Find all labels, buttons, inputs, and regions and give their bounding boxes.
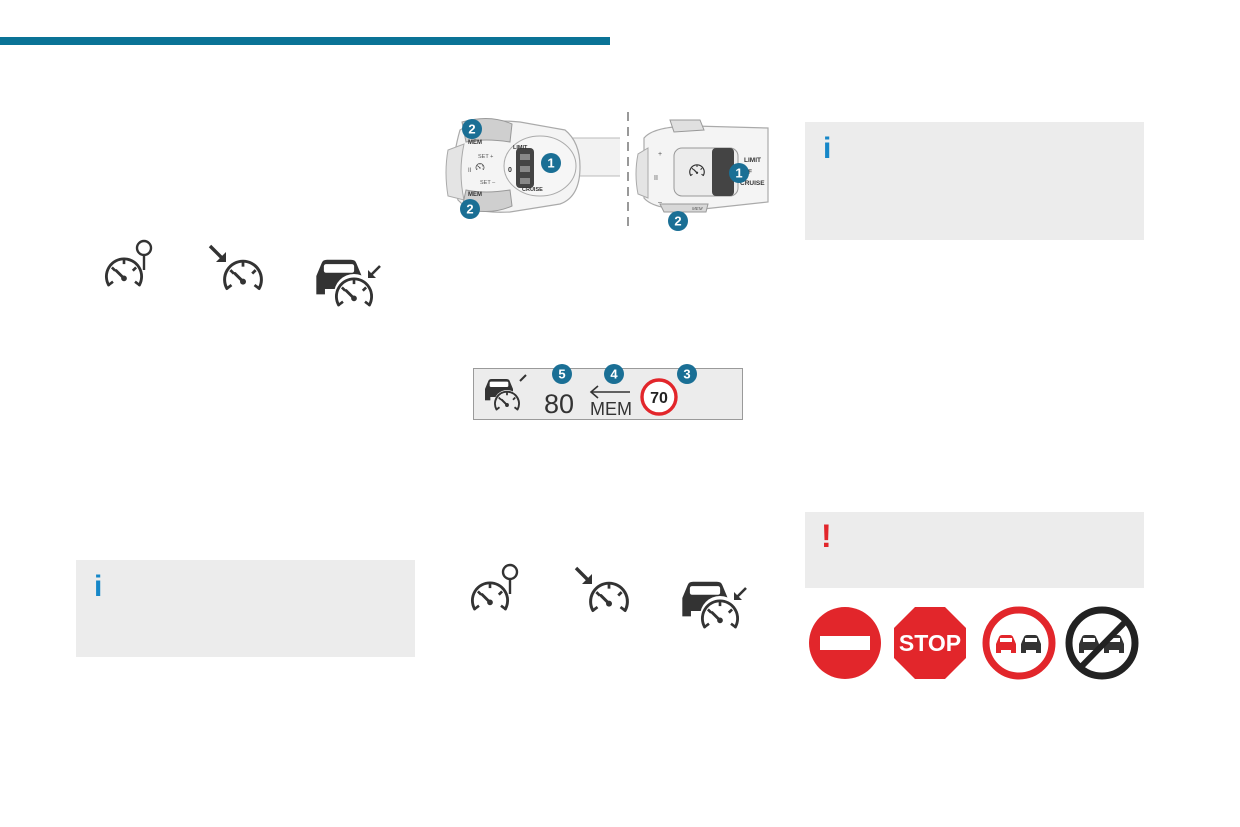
stalk-right-mem: MEM <box>692 206 703 211</box>
warning-icon: ! <box>821 518 832 554</box>
display-limit-sign <box>640 378 678 416</box>
cruise-control-icon <box>574 566 634 624</box>
display-mem-label: MEM <box>590 399 632 419</box>
info-box-top-right: i <box>805 122 1144 240</box>
stalk-right-cruise: CRUISE <box>740 180 765 187</box>
info-icon: i <box>94 570 103 603</box>
stalk-left-pause: II <box>468 168 472 174</box>
stalk-separator <box>626 112 630 226</box>
svg-text:1: 1 <box>547 156 554 171</box>
svg-text:4: 4 <box>610 367 618 382</box>
callout-2-bottom: 2 <box>460 199 480 219</box>
stalk-illustration-right: + II – LIMIT OFF CRUISE MEM 1 2 <box>634 118 770 234</box>
display-callouts: 5 4 3 <box>470 360 750 390</box>
svg-text:5: 5 <box>558 367 565 382</box>
callout-2-top: 2 <box>462 119 482 139</box>
info-box-bottom-left: i <box>76 560 415 657</box>
callout-5: 5 <box>552 364 572 384</box>
svg-text:3: 3 <box>683 367 690 382</box>
callout-2-right: 2 <box>668 211 688 231</box>
stop-sign-icon: STOP <box>893 606 967 680</box>
stalk-right-limit: LIMIT <box>744 157 761 164</box>
stalk-right-plus: + <box>658 151 662 158</box>
no-overtaking-sign-icon <box>982 606 1056 680</box>
info-icon: i <box>823 132 832 165</box>
no-entry-sign-icon <box>808 606 882 680</box>
display-set-speed: 80 <box>544 389 574 419</box>
stalk-left-limit: LIMIT <box>513 145 528 151</box>
svg-text:2: 2 <box>468 122 475 137</box>
stalk-left-set-minus: SET – <box>480 180 496 186</box>
speed-limiter-icon <box>102 236 160 298</box>
stalk-illustration-left: MEM MEM SET + SET – II 0 LIMIT CRUISE 2 … <box>440 112 623 222</box>
callout-3: 3 <box>677 364 697 384</box>
stalk-left-set-plus: SET + <box>478 154 493 160</box>
callout-1-right: 1 <box>729 163 749 183</box>
callout-1-left: 1 <box>541 153 561 173</box>
svg-text:2: 2 <box>466 202 473 217</box>
display-limit-value: 70 <box>650 390 668 407</box>
end-of-no-overtaking-sign-icon <box>1065 606 1139 680</box>
stalk-left-mem-top: MEM <box>468 140 482 146</box>
warning-box: ! <box>805 512 1144 588</box>
adaptive-cruise-control-icon <box>678 576 750 638</box>
stalk-left-zero: 0 <box>508 167 512 174</box>
stop-sign-label: STOP <box>899 630 961 656</box>
stalk-right-pause: II <box>654 175 658 182</box>
stalk-right-minus: – <box>658 199 662 206</box>
cruise-control-icon <box>208 244 268 302</box>
svg-text:1: 1 <box>735 166 742 181</box>
speed-limiter-icon <box>468 560 526 622</box>
svg-text:2: 2 <box>674 214 681 229</box>
stalk-left-mem-bottom: MEM <box>468 192 482 198</box>
adaptive-cruise-control-icon <box>312 254 384 316</box>
callout-4: 4 <box>604 364 624 384</box>
stalk-left-cruise: CRUISE <box>522 187 543 193</box>
header-accent-bar <box>0 37 610 45</box>
